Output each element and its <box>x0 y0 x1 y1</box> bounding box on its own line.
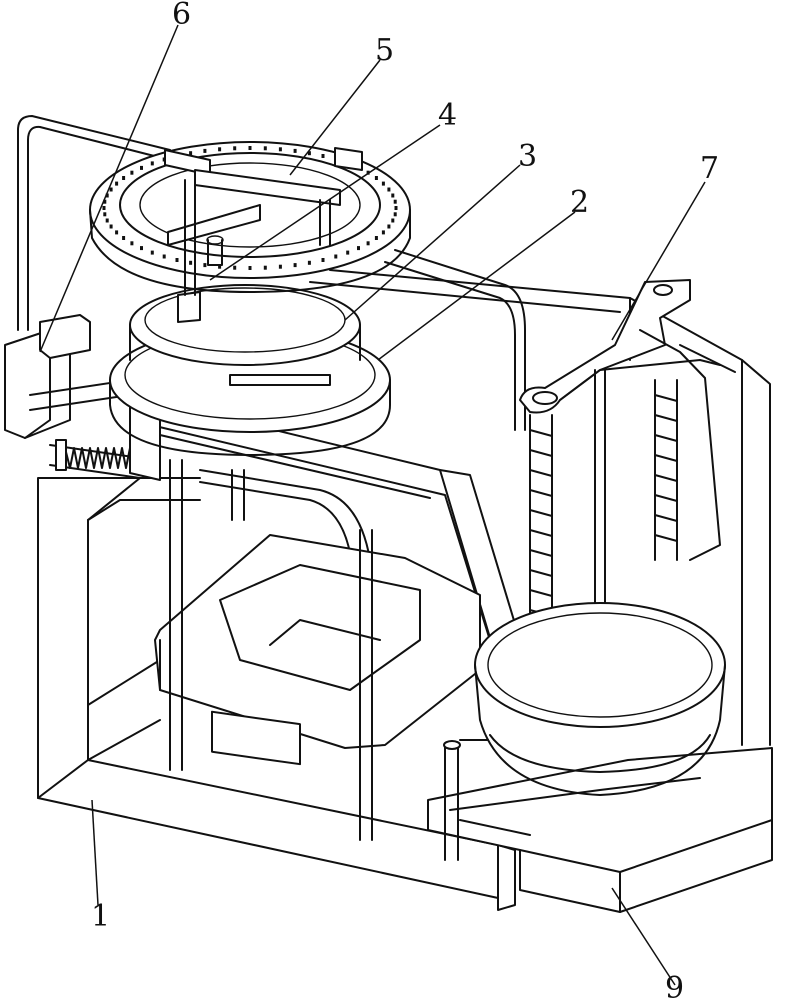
ring-hole <box>393 199 397 204</box>
ring-hole <box>263 146 267 151</box>
ring-hole <box>233 146 237 151</box>
ring-hole <box>278 264 282 269</box>
ring-hole <box>248 146 252 150</box>
rotating-assembly <box>89 141 411 456</box>
callout-label-3: 3 <box>518 139 537 174</box>
lever-arm <box>519 279 721 561</box>
ring-hole <box>391 193 395 198</box>
ring-hole <box>105 218 109 223</box>
ring-hole <box>150 161 154 166</box>
ring-hole <box>175 258 179 262</box>
ring-hole <box>122 176 126 180</box>
ring-hole <box>122 236 126 240</box>
ring-hole <box>103 199 107 204</box>
ring-hole <box>130 170 134 175</box>
ring-hole <box>374 236 378 240</box>
vertical-rods <box>169 459 373 841</box>
ring-hole <box>218 147 222 152</box>
ring-hole <box>394 206 398 210</box>
callout-labels: 6 5 4 3 2 7 1 9 <box>91 0 719 1000</box>
ring-hole <box>203 263 207 268</box>
ring-hole <box>105 193 109 198</box>
ring-hole <box>293 263 297 268</box>
ring-hole <box>233 265 237 270</box>
ring-hole <box>140 246 143 251</box>
top-pipe <box>17 115 526 431</box>
callout-label-1: 1 <box>91 899 110 934</box>
ring-hole <box>162 254 166 259</box>
ring-hole <box>321 258 325 262</box>
callout-label-6: 6 <box>172 0 191 32</box>
ring-hole <box>189 151 193 156</box>
ring-hole <box>293 148 297 153</box>
ring-hole <box>109 187 113 192</box>
right-frame <box>309 269 771 746</box>
ring-hole <box>346 250 350 255</box>
ring-hole <box>374 176 378 180</box>
ring-hole <box>115 181 119 186</box>
ring-hole <box>248 266 252 270</box>
ring-hole <box>366 241 370 246</box>
base-frame <box>37 477 516 911</box>
callout-label-5: 5 <box>375 33 394 68</box>
ring-hole <box>387 187 391 192</box>
ring-hole <box>381 230 385 235</box>
ring-hole <box>150 250 154 255</box>
ring-hole <box>103 212 107 217</box>
ring-hole <box>357 246 360 251</box>
ring-hole <box>189 260 193 265</box>
ring-hole <box>278 147 282 152</box>
ring-hole <box>218 264 222 269</box>
ring-hole <box>334 254 338 259</box>
hopper-frame <box>154 534 481 766</box>
ring-hole <box>307 260 311 265</box>
ring-hole <box>130 241 134 246</box>
callout-label-7: 7 <box>700 151 719 186</box>
ring-hole <box>387 224 391 229</box>
callout-leaders <box>39 24 706 986</box>
callout-label-9: 9 <box>665 971 684 1000</box>
ring-hole <box>115 230 119 235</box>
ring-hole <box>391 218 395 223</box>
ring-hole <box>321 154 325 158</box>
collection-tray <box>427 747 773 913</box>
collection-bowl <box>443 602 726 861</box>
callout-label-2: 2 <box>570 185 589 220</box>
ring-hole <box>140 165 143 170</box>
ring-hole <box>307 151 311 156</box>
ring-hole <box>263 265 267 270</box>
ring-hole <box>393 212 397 217</box>
drive-assembly <box>4 314 161 481</box>
ring-hole <box>109 224 113 229</box>
ring-hole <box>203 148 207 153</box>
callout-label-4: 4 <box>438 98 457 133</box>
horizontal-spring <box>55 439 131 471</box>
ring-hole <box>102 206 106 210</box>
ring-hole <box>381 181 385 186</box>
